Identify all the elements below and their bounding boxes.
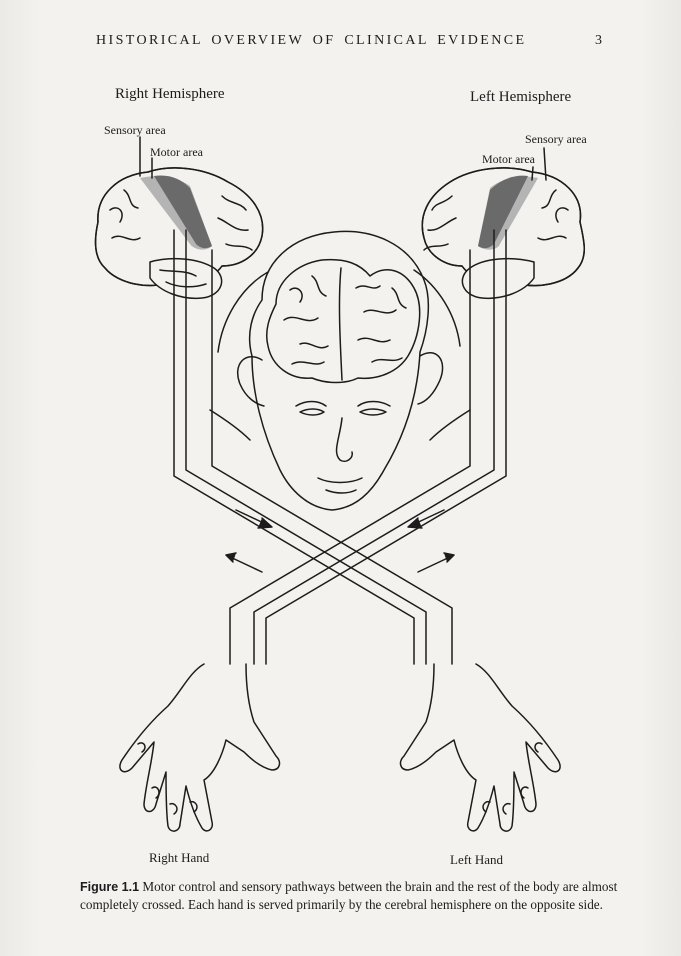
right-sensory-area-label: Sensory area xyxy=(104,123,166,138)
right-motor-area-label: Motor area xyxy=(150,145,203,160)
figure-caption: Figure 1.1 Motor control and sensory pat… xyxy=(80,878,620,913)
left-motor-area-label: Motor area xyxy=(482,152,535,167)
left-hand-illustration xyxy=(401,664,561,831)
right-hand-label: Right Hand xyxy=(149,850,209,866)
figure-caption-text: Motor control and sensory pathways betwe… xyxy=(80,879,617,912)
left-hemisphere-label: Left Hemisphere xyxy=(470,89,571,106)
left-hand-label: Left Hand xyxy=(450,852,503,868)
figure-caption-label: Figure 1.1 xyxy=(80,880,139,894)
right-hemisphere-brain xyxy=(96,168,263,298)
face-illustration xyxy=(210,231,470,510)
right-hand-illustration xyxy=(120,664,280,831)
left-hemisphere-brain xyxy=(422,168,584,298)
left-sensory-area-label: Sensory area xyxy=(525,132,587,147)
right-hemisphere-label: Right Hemisphere xyxy=(115,86,225,103)
